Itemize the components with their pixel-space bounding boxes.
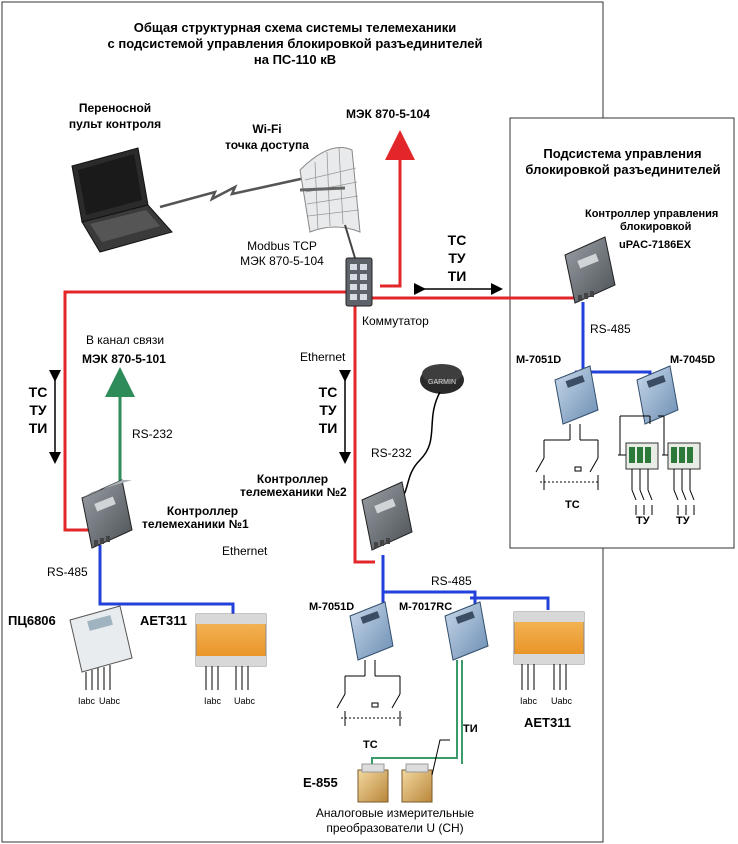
- block-ctrl-label-1: Контроллер управления: [585, 208, 719, 220]
- ethernet-left-label: Ethernet: [222, 544, 268, 558]
- aet-left-iabc: Iabc: [204, 696, 222, 706]
- m7017rc-icon: [444, 601, 489, 661]
- gps-antenna-icon: GARMIN: [420, 364, 464, 394]
- wifi-antenna-icon: [299, 147, 361, 233]
- signals-ts-left: ТС: [28, 384, 48, 400]
- converters-caption-1: Аналоговые измерительные: [315, 806, 475, 820]
- rs232-mid-label: RS-232: [371, 446, 412, 460]
- upac-controller-icon: [564, 236, 616, 304]
- signals-ti-left: ТИ: [28, 420, 48, 436]
- aet-right-iabc: Iabc: [520, 696, 538, 706]
- wifi-label-1: Wi-Fi: [252, 122, 282, 136]
- rs485-subsystem-label: RS-485: [590, 322, 631, 336]
- e855-label: Е-855: [303, 775, 338, 790]
- title-line-1: Общая структурная схема системы телемеха…: [133, 20, 457, 35]
- converters-caption-2: преобразователи U (СН): [326, 821, 464, 835]
- tm2-label-1: Контроллер: [256, 472, 329, 486]
- converter-2-icon: [401, 763, 433, 803]
- tu-label-2: ТУ: [676, 515, 690, 527]
- title-line-3: на ПС-110 кВ: [253, 52, 337, 67]
- tm1-label-2: телемеханики №1: [142, 517, 249, 531]
- m7051d-subsystem-icon: [554, 365, 599, 425]
- iec104-top-label: МЭК 870-5-104: [346, 107, 430, 121]
- aet311-left-label: АЕТ311: [140, 613, 187, 628]
- m7051d-bottom-icon: [349, 601, 394, 661]
- upac-label: uPAC-7186EX: [619, 239, 691, 251]
- tm1-label-1: Контроллер: [166, 504, 239, 518]
- relay-board-1-icon: [625, 442, 659, 470]
- meter-label: ПЦ6806: [8, 613, 56, 628]
- laptop-label-2: пульт контроля: [68, 117, 162, 131]
- gps-cable: [399, 391, 441, 501]
- wifi-label-2: точка доступа: [225, 138, 309, 152]
- double-arrows: [49, 283, 503, 464]
- tu-contacts: [618, 415, 695, 515]
- aet-left-uabc: Uabc: [234, 696, 256, 706]
- antenna-cable: [344, 224, 356, 259]
- signals-tu-left: ТУ: [29, 402, 47, 418]
- tu-label-1: ТУ: [636, 515, 650, 527]
- title-line-2: с подсистемой управления блокировкой раз…: [107, 36, 483, 51]
- subsystem-frame: [509, 117, 735, 549]
- rs485-bottom-label: RS-485: [431, 574, 472, 588]
- signals-tu-mid: ТУ: [319, 402, 337, 418]
- block-ctrl-label-2: блокировкой: [620, 221, 692, 233]
- subsystem-title-2: блокировкой разъединителей: [525, 162, 721, 177]
- controller-tm1-icon: [81, 479, 133, 549]
- meter-iabc: Iabc: [78, 696, 96, 706]
- signals-ti-top: ТИ: [447, 268, 467, 284]
- rs232-left-label: RS-232: [132, 427, 173, 441]
- switch-icon: [345, 257, 373, 307]
- tm2-label-2: телемеханики №2: [240, 485, 347, 499]
- channel-caption: В канал связи: [85, 333, 165, 347]
- ts-subsystem-label: ТС: [565, 499, 580, 511]
- signals-ts-top: ТС: [447, 232, 467, 248]
- ts-contacts-subsystem: [535, 424, 600, 490]
- laptop-icon: [71, 147, 173, 253]
- m7045d-icon: [636, 365, 679, 425]
- m7017rc-label: M-7017RC: [399, 601, 453, 613]
- subsystem-title-1: Подсистема управления: [543, 146, 702, 161]
- meter-pc6806-icon: [69, 605, 133, 690]
- wireless-link: [159, 176, 306, 209]
- signals-ts-mid: ТС: [318, 384, 338, 400]
- modbus-label-1: Modbus TCP: [247, 239, 317, 253]
- m7051d-bottom-label: M-7051D: [309, 601, 355, 613]
- relay-board-2-icon: [667, 442, 701, 470]
- controller-tm2-icon: [361, 481, 413, 551]
- modbus-label-2: МЭК 870-5-104: [240, 254, 324, 268]
- iec101-label: МЭК 870-5-101: [82, 352, 166, 366]
- ethernet-mid-label: Ethernet: [300, 350, 346, 364]
- m7051d-subsystem-label: M-7051D: [516, 354, 562, 366]
- ts-bottom-label: ТС: [363, 739, 378, 751]
- garmin-label: GARMIN: [428, 379, 456, 386]
- ti-bottom-label: ТИ: [463, 723, 478, 735]
- meter-uabc: Uabc: [99, 696, 121, 706]
- switch-label: Коммутатор: [362, 314, 429, 328]
- signals-tu-top: ТУ: [448, 250, 466, 266]
- aet-right-uabc: Uabc: [551, 696, 573, 706]
- m7045d-label: M-7045D: [670, 354, 716, 366]
- analog-lines: [371, 660, 463, 764]
- converter-wire: [431, 739, 450, 776]
- ts-contacts-bottom: [336, 660, 402, 726]
- aet311-right-label: АЕТ311: [524, 715, 571, 730]
- aet311-right-icon: [513, 611, 585, 690]
- laptop-label-1: Переносной: [78, 101, 152, 115]
- rs485-left-label: RS-485: [47, 565, 88, 579]
- aet311-left-icon: [195, 613, 267, 690]
- signals-ti-mid: ТИ: [318, 420, 338, 436]
- converter-1-icon: [357, 763, 389, 803]
